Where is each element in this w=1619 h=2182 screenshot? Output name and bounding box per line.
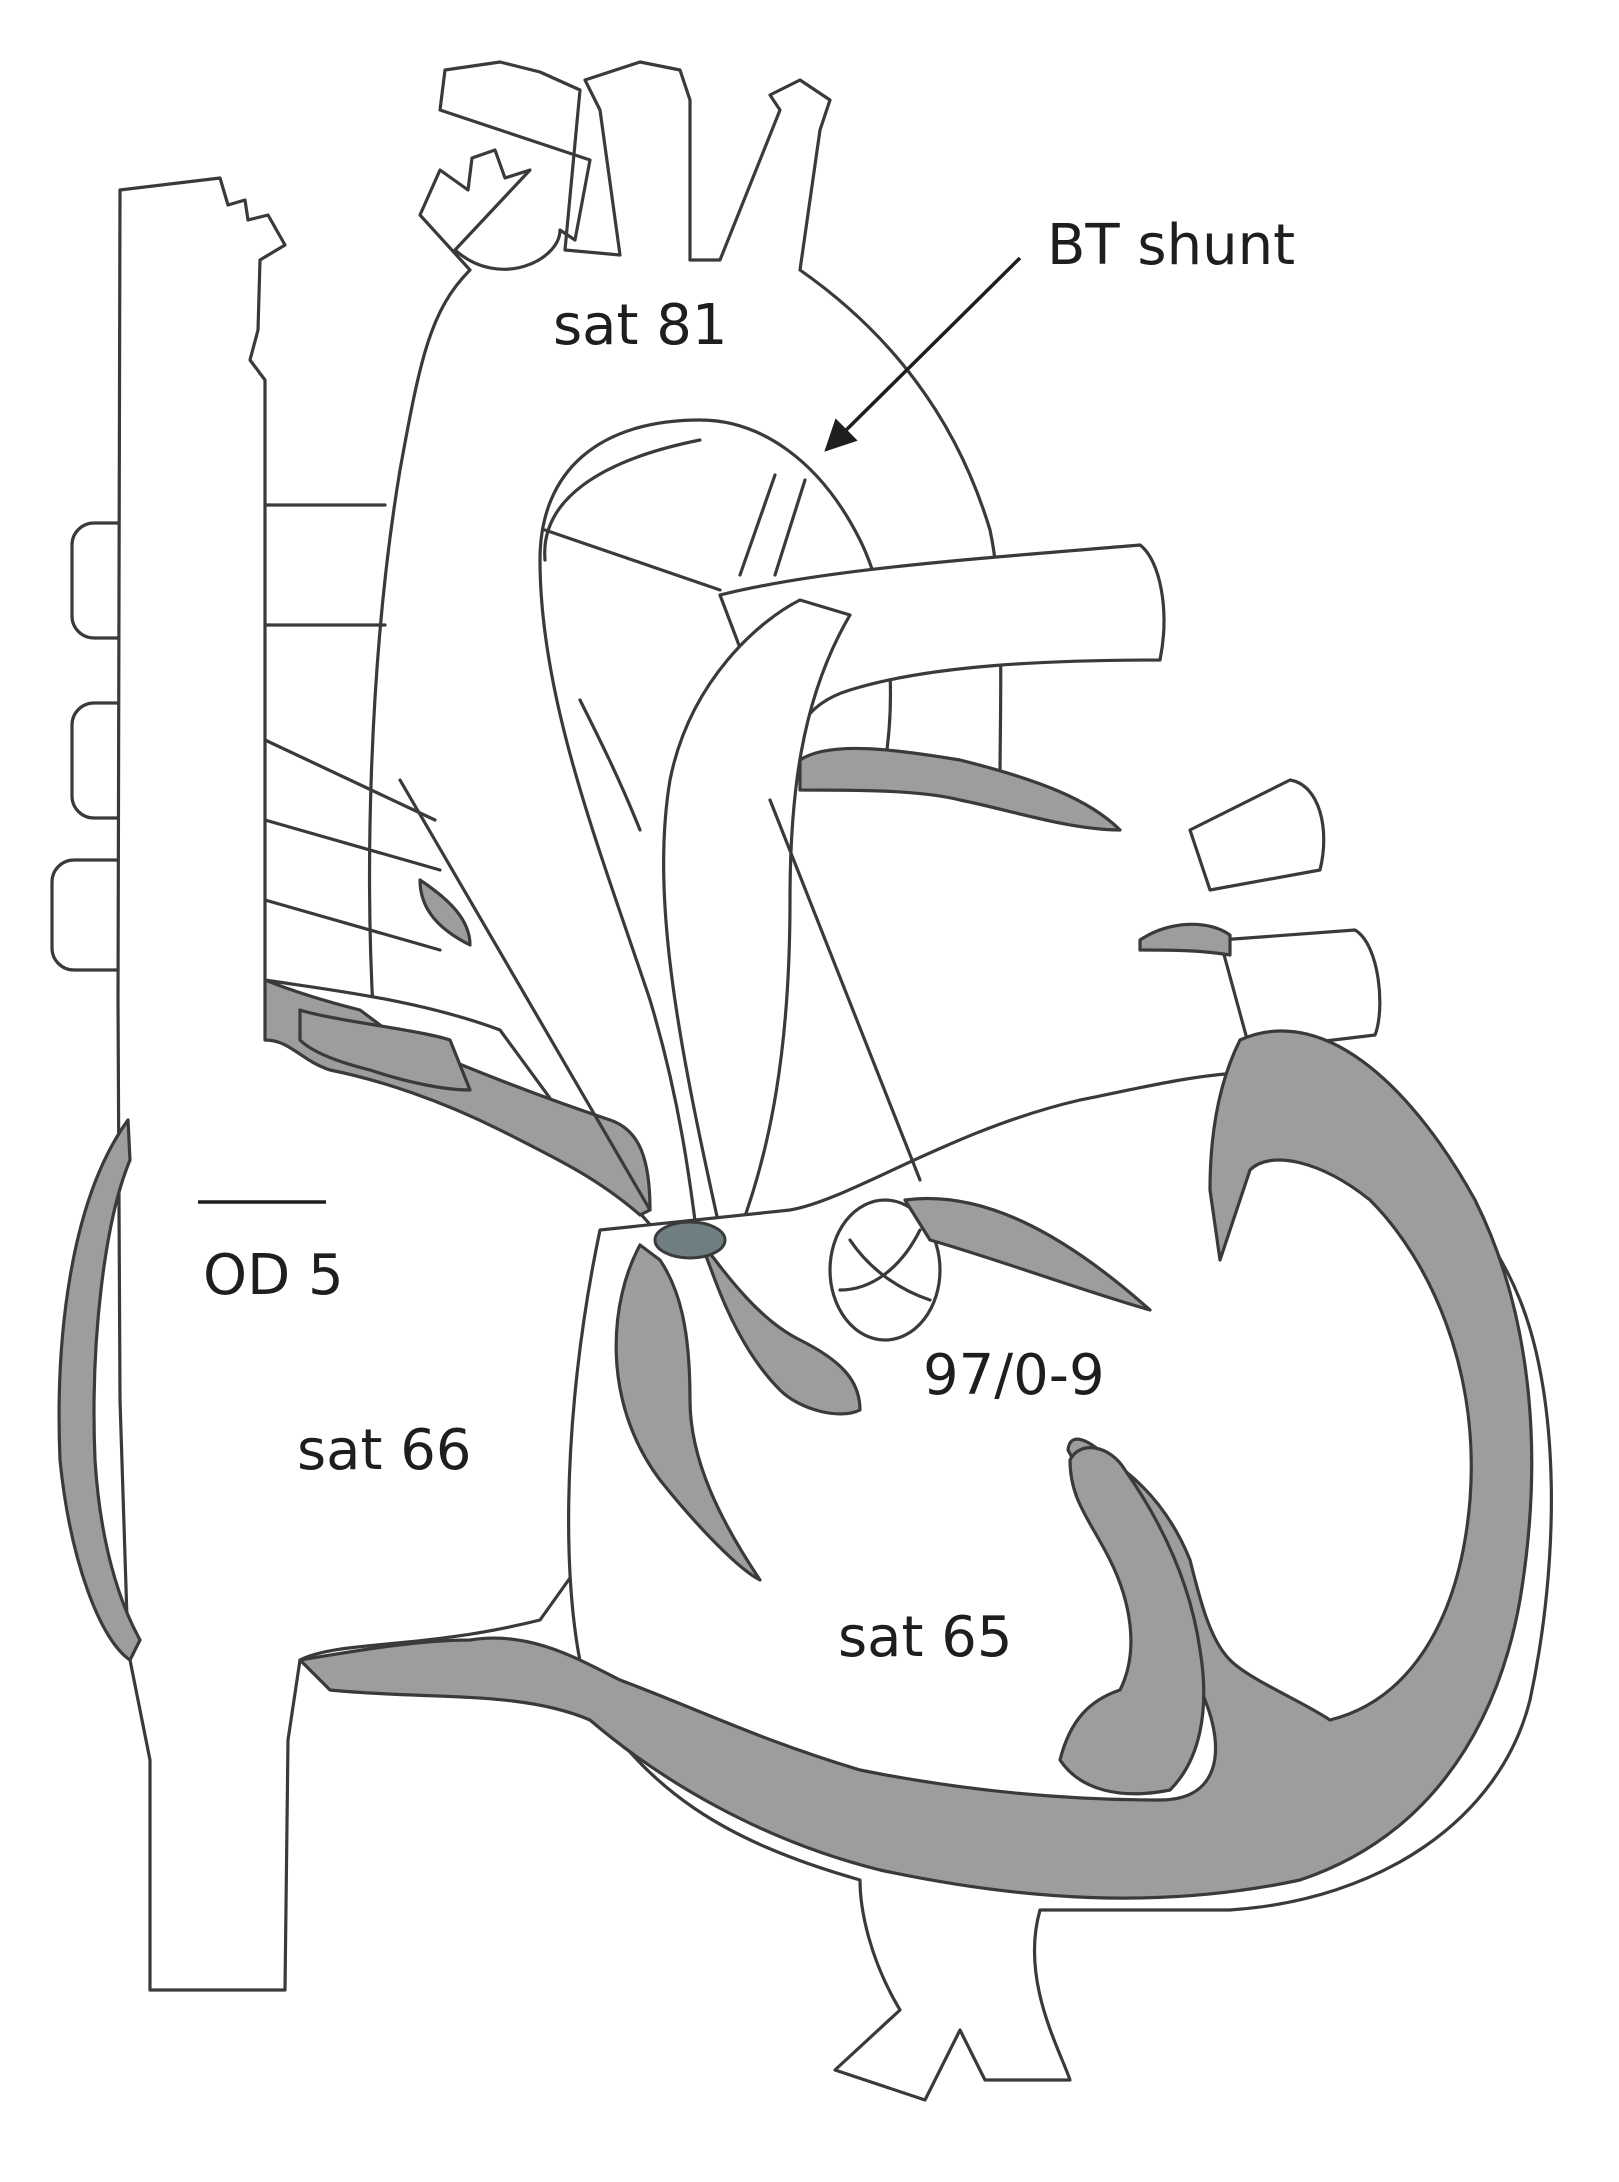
left-appendage-tip [1138, 922, 1232, 957]
pulmonary-artery-branch [718, 543, 1166, 782]
shunt-arrow [824, 256, 1022, 452]
infundibular-cusp [903, 1196, 1152, 1312]
aorta-sat-label: sat 81 [553, 293, 728, 358]
right-atrial-wall [57, 1118, 142, 1662]
bt-shunt-label: BT shunt [1047, 213, 1296, 278]
tricuspid-valve [614, 1220, 862, 1582]
pulmonary-trunk [662, 598, 852, 1232]
shunt-break-marks [738, 473, 807, 577]
annotation-lines [263, 438, 922, 1212]
right-atrium-sat-label: sat 66 [297, 1418, 472, 1483]
pulmonary-pressure-label: 97/0-9 [923, 1343, 1105, 1408]
septum [1058, 1446, 1206, 1796]
pulmonary-valve [828, 1198, 942, 1342]
od-label: OD 5 [203, 1243, 344, 1308]
right-ventricle-sat-label: sat 65 [838, 1605, 1013, 1670]
left-atrial-appendage [798, 746, 1122, 832]
right-atrial-pectinate [298, 878, 472, 1092]
ventricle-wall [298, 1029, 1534, 1900]
pulmonary-vein-stubs [1188, 778, 1382, 1052]
